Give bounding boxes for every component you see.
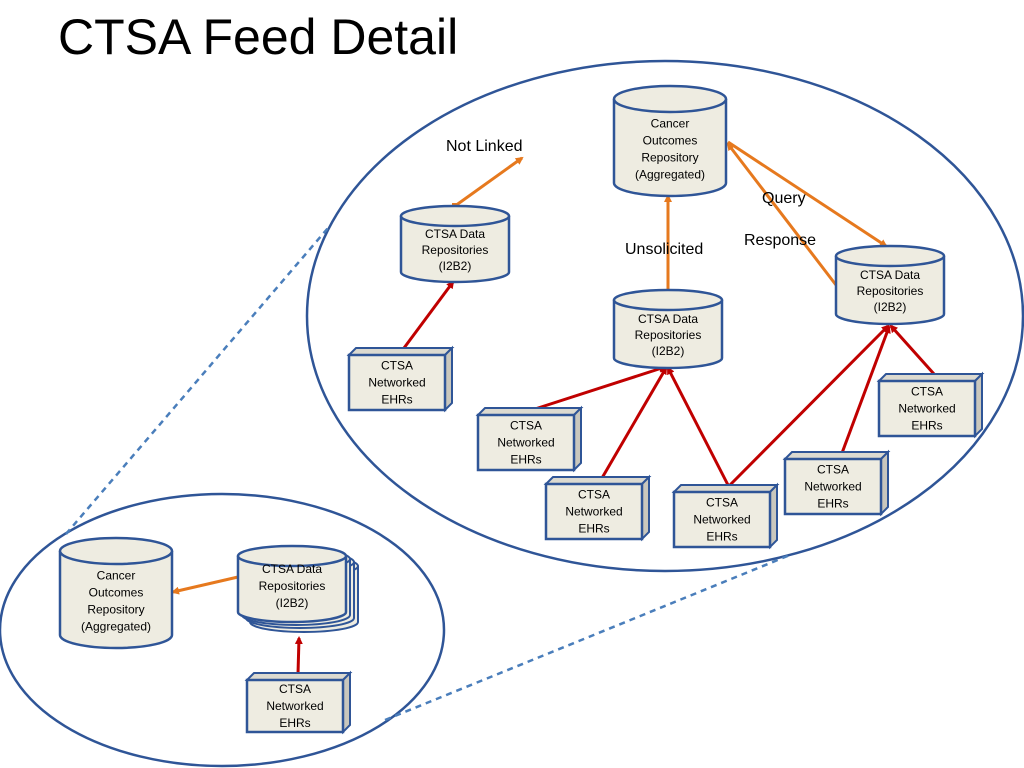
overview-ellipse [0,492,446,768]
node-label-line: Networked [804,480,861,494]
node-label-line: (Aggregated) [635,168,705,182]
node-label-line: EHRs [911,419,942,433]
node-label-line: Outcomes [643,134,698,148]
arrow-ehr-right2-to-i2b2 [889,324,936,376]
node-label-line: Repositories [635,328,702,342]
label-not-linked: Not Linked [446,138,523,155]
node-label-line: CTSA [706,496,738,510]
node-label-line: EHRs [817,497,848,511]
node-label-line: Networked [368,376,425,390]
zoom-connector-upper [65,227,329,535]
node-label-line: Cancer [651,117,690,131]
node-label-line: (I2B2) [276,596,309,610]
nodes-layer: CancerOutcomesRepository(Aggregated)CTSA… [58,84,985,735]
node-label-line: CTSA Data [860,268,920,282]
node-label-line: Networked [266,699,323,713]
node-label-line: EHRs [381,393,412,407]
node-label-line: CTSA Data [638,312,698,326]
label-query: Query [762,190,806,207]
label-unsolicited: Unsolicited [625,241,703,258]
node-label-line: CTSA [279,682,311,696]
detail-ellipse [305,59,1024,573]
node-label-line: CTSA [817,463,849,477]
node-label-line: Repository [641,151,698,165]
arrow-ehr-right1-to-i2b2 [840,325,891,454]
node-label-line: EHRs [706,530,737,544]
arrow-ehr-mid1-to-i2b2 [534,365,667,411]
node-label-line: (I2B2) [439,259,472,273]
node-label-line: CTSA [510,419,542,433]
node-label-line: (I2B2) [874,300,907,314]
node-label-line: Networked [565,505,622,519]
arrow-not-linked [452,156,524,209]
node-label-line: Repository [87,603,144,617]
arrow-ehr-left-to-i2b2 [402,280,455,349]
arrow-small-i2b2-to-repo [171,575,239,595]
arrow-ehr-mid2-to-i2b2 [600,366,668,479]
node-label-line: CTSA Data [425,227,485,241]
node-label-line: EHRs [578,522,609,536]
zoom-connector-lower [384,553,791,722]
node-label-line: CTSA [911,385,943,399]
node-label-line: CTSA Data [262,562,322,576]
node-label-line: Repositories [857,284,924,298]
node-label-line: (I2B2) [652,344,685,358]
arrow-query [727,140,888,248]
node-label-line: EHRs [279,716,310,730]
node-label-line: EHRs [510,453,541,467]
arrow-response [726,142,838,286]
slide-title: CTSA Feed Detail [58,9,459,65]
node-label-line: Outcomes [89,586,144,600]
node-label-line: (Aggregated) [81,620,151,634]
label-response: Response [744,232,816,249]
node-label-line: Networked [693,513,750,527]
node-label-line: Repositories [422,243,489,257]
node-label-line: Cancer [97,569,136,583]
node-label-line: CTSA [578,488,610,502]
node-label-line: Networked [497,436,554,450]
arrow-ehr-mid3-to-i2b2-right [728,324,890,487]
arrow-ehr-small-to-i2b2 [294,636,303,675]
arrow-ehr-mid3-to-i2b2-center [666,366,730,486]
node-label-line: Repositories [259,579,326,593]
node-label-line: CTSA [381,359,413,373]
node-label-line: Networked [898,402,955,416]
